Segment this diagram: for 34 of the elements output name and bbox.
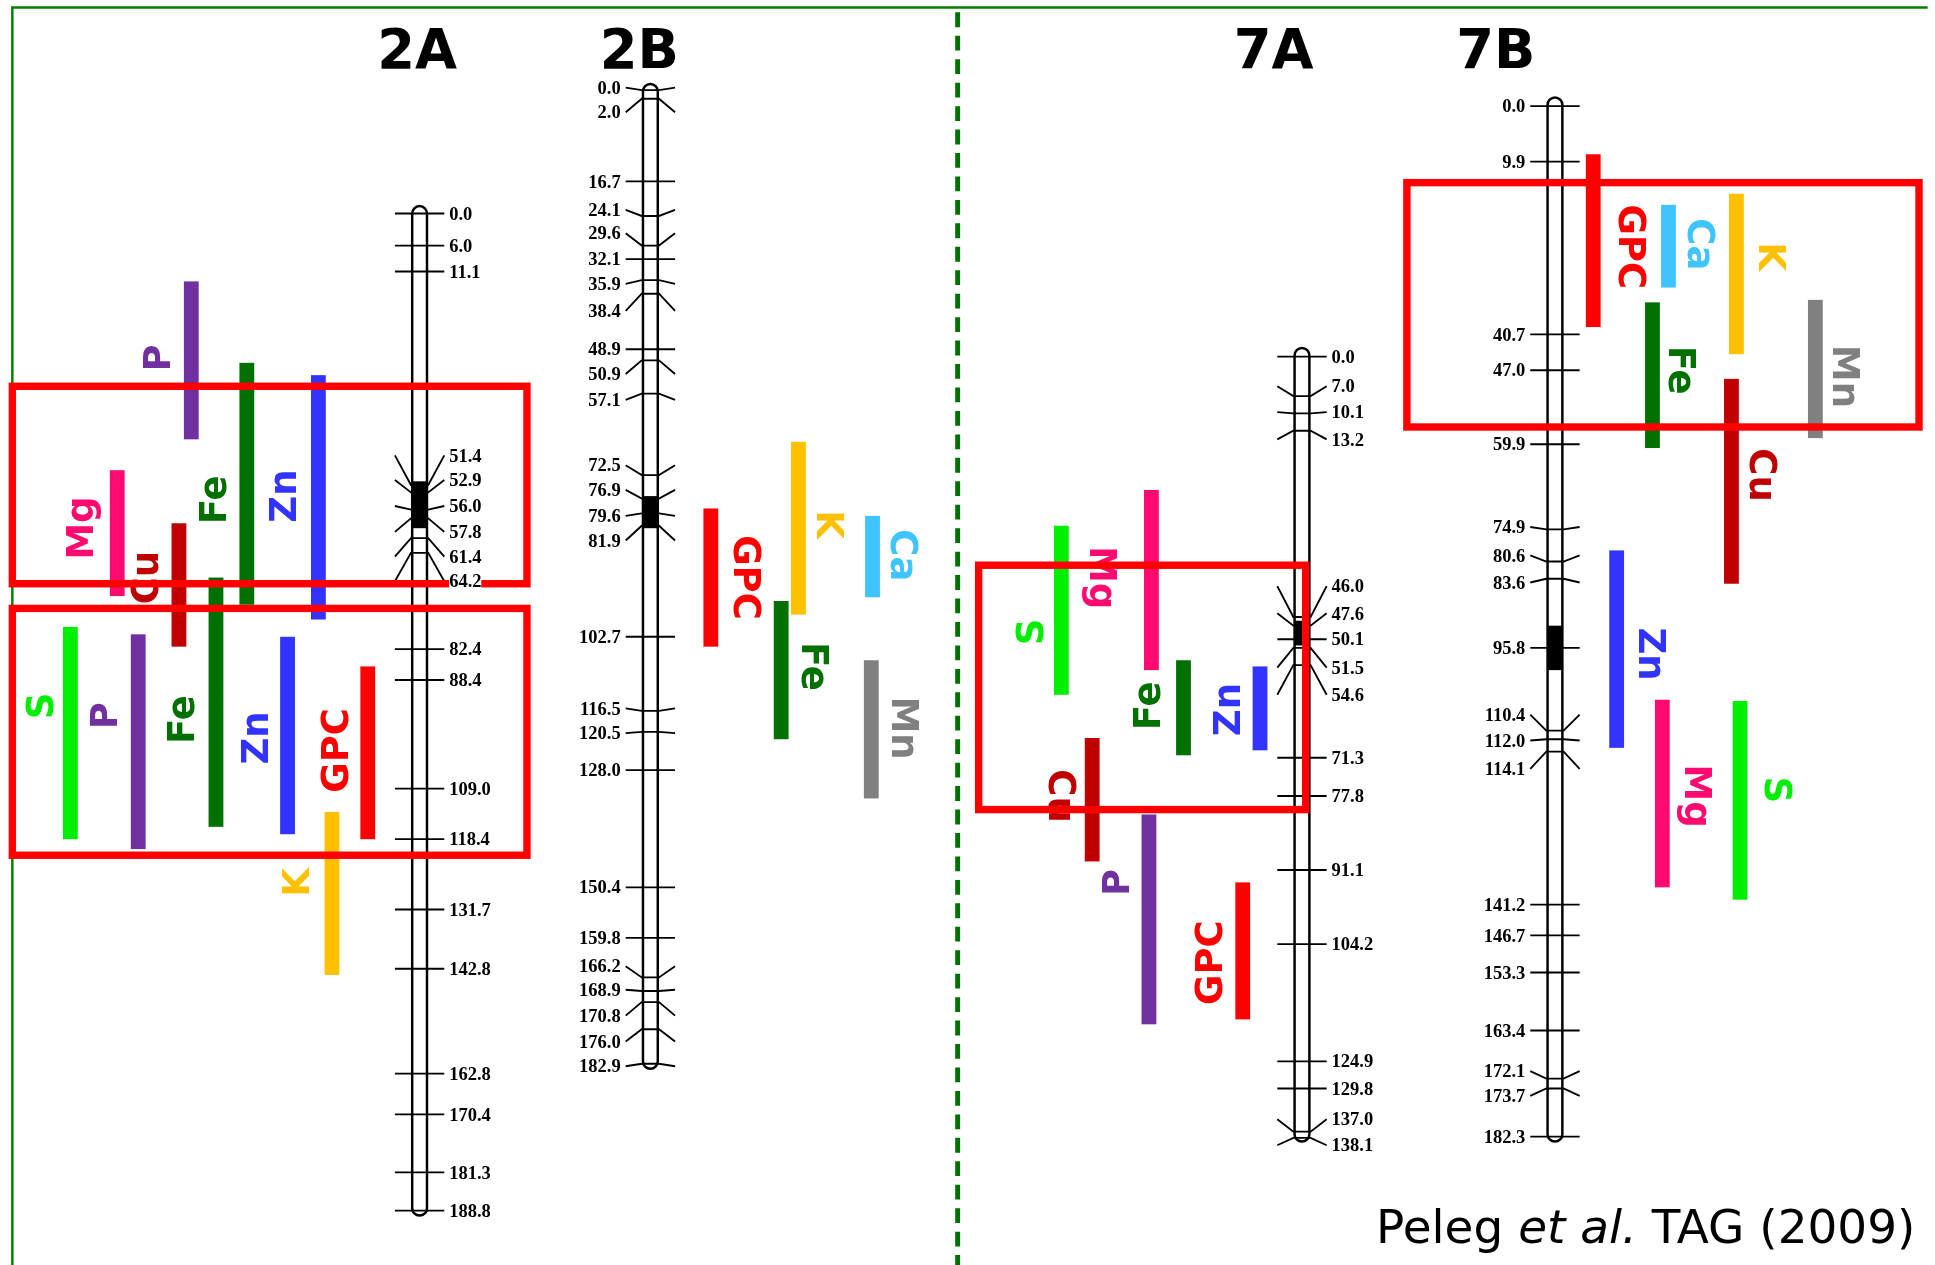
chromosome-title: 2A bbox=[377, 19, 458, 79]
trait-label: K bbox=[276, 868, 316, 897]
trait-label: GPC bbox=[726, 535, 767, 620]
trait-label: Fe bbox=[794, 641, 835, 691]
trait-label: Fe bbox=[1127, 681, 1168, 731]
trait-label: S bbox=[21, 692, 61, 720]
trait-label: P bbox=[138, 344, 178, 372]
trait-label: GPC bbox=[315, 708, 356, 793]
trait-label: Zn bbox=[235, 711, 276, 765]
trait-label: Ca bbox=[883, 529, 924, 582]
citation-text: Peleg et al. TAG (2009) bbox=[1376, 1199, 1916, 1254]
trait-label: K bbox=[1751, 242, 1791, 272]
trait-label: Zn bbox=[1631, 627, 1671, 681]
trait-label: Fe bbox=[1661, 345, 1701, 395]
chromosome-title: 7B bbox=[1456, 19, 1536, 79]
trait-label: GPC bbox=[1611, 204, 1652, 290]
trait-label: Fe bbox=[193, 475, 234, 525]
trait-label: Cu bbox=[1742, 448, 1783, 502]
trait-label: Zn bbox=[264, 469, 304, 523]
trait-label: GPC bbox=[1189, 920, 1230, 1005]
trait-label: Ca bbox=[1680, 218, 1721, 271]
trait-label: S bbox=[1010, 618, 1051, 646]
trait-label: Mn bbox=[1825, 344, 1865, 408]
trait-label: Mg bbox=[60, 496, 100, 560]
trait-label: S bbox=[1757, 776, 1797, 804]
trait-label: Mn bbox=[884, 696, 925, 760]
trait-label: P bbox=[85, 702, 125, 730]
chromosome-title: 7A bbox=[1233, 19, 1314, 79]
trait-label: Fe bbox=[161, 695, 202, 744]
trait-label: K bbox=[809, 510, 850, 539]
trait-label: Zn bbox=[1208, 683, 1248, 737]
trait-label: Mg bbox=[1677, 764, 1717, 828]
trait-label: P bbox=[1097, 868, 1137, 896]
chromosome-title: 2B bbox=[599, 19, 679, 79]
